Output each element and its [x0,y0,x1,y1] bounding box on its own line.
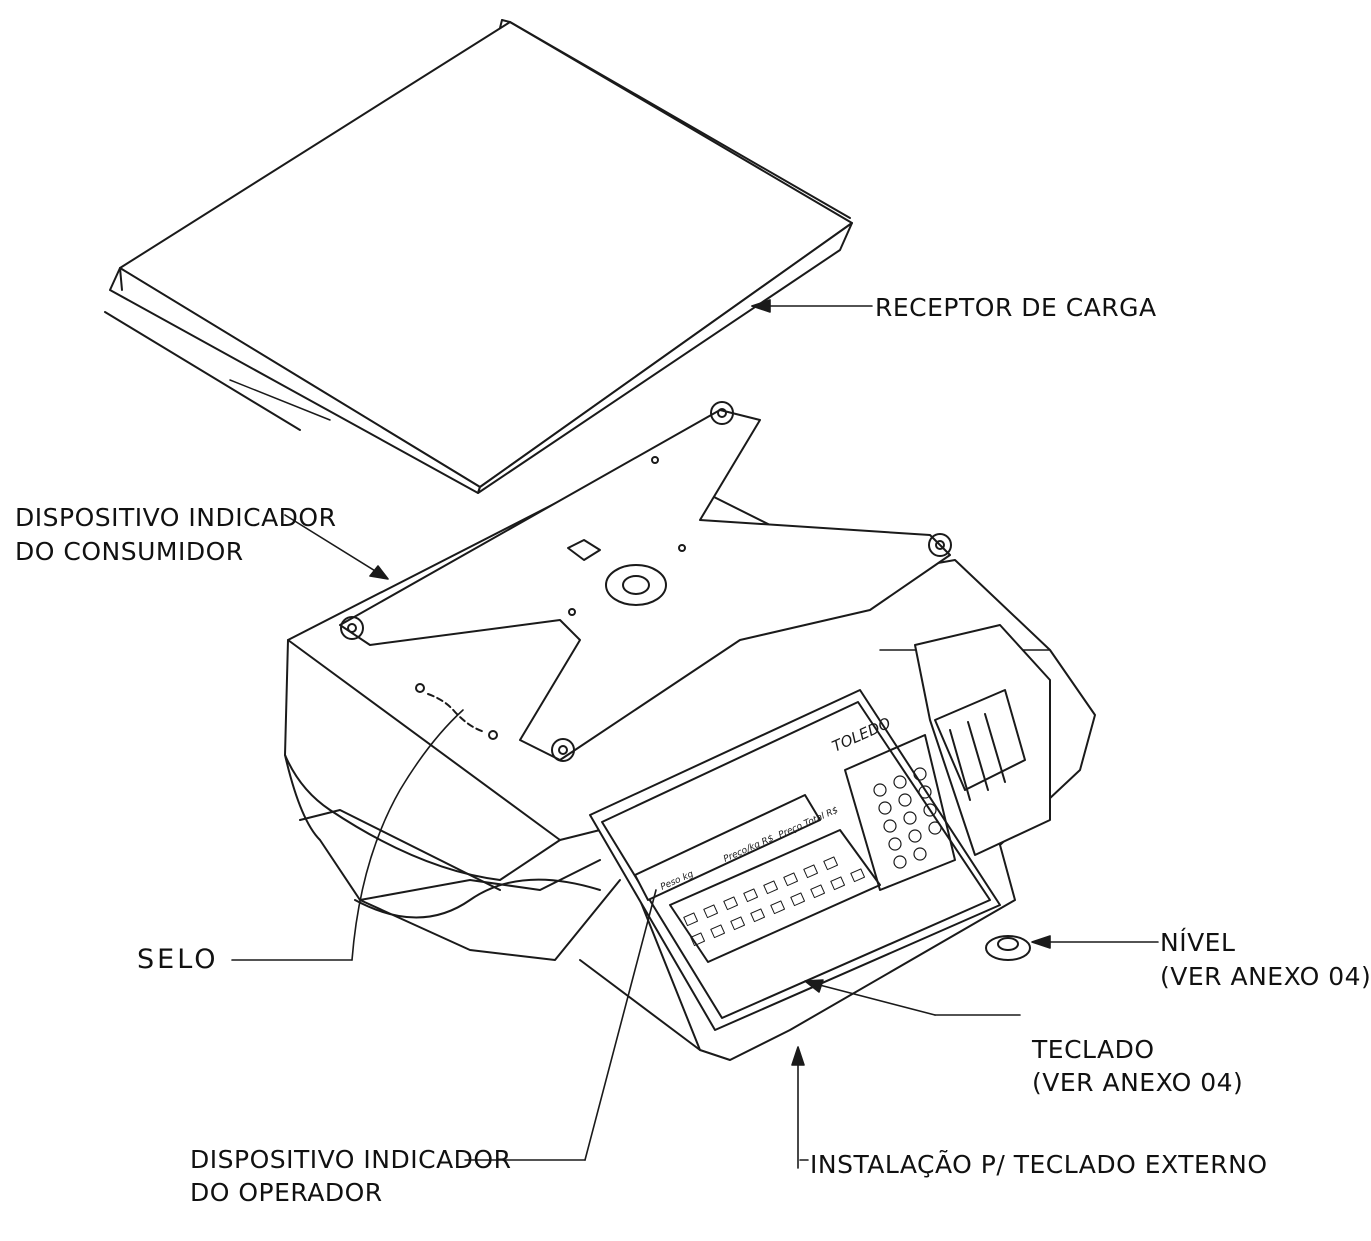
label-consumidor-line2: DO CONSUMIDOR [15,537,244,566]
label-instalacao: INSTALAÇÃO P/ TECLADO EXTERNO [810,1150,1268,1179]
label-operador-line1: DISPOSITIVO INDICADOR [190,1145,512,1174]
level-foot [985,935,1031,961]
label-nivel-line1: NÍVEL [1160,928,1236,957]
leader-lines [231,299,1159,1169]
label-teclado-line1: TECLADO [1032,1035,1155,1064]
printer-unit [879,624,1051,856]
label-selo: SELO [137,944,219,975]
load-receptor-tray [104,19,853,494]
label-consumidor-line1: DISPOSITIVO INDICADOR [15,503,337,532]
operator-panel [589,689,1001,1031]
label-nivel-line2: (VER ANEXO 04) [1160,962,1371,991]
label-operador-line2: DO OPERADOR [190,1178,383,1207]
label-receptor-de-carga: RECEPTOR DE CARGA [875,293,1157,322]
label-teclado-line2: (VER ANEXO 04) [1032,1068,1244,1097]
spider-plate [339,401,952,762]
